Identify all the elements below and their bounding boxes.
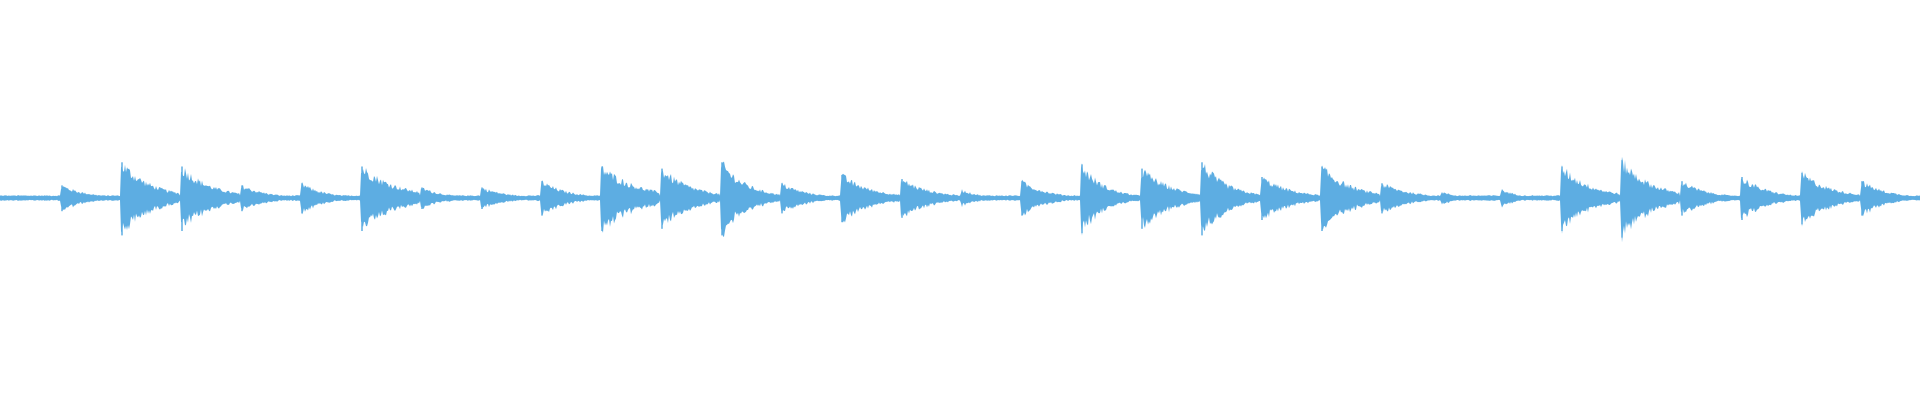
waveform-shape [0, 156, 1920, 243]
